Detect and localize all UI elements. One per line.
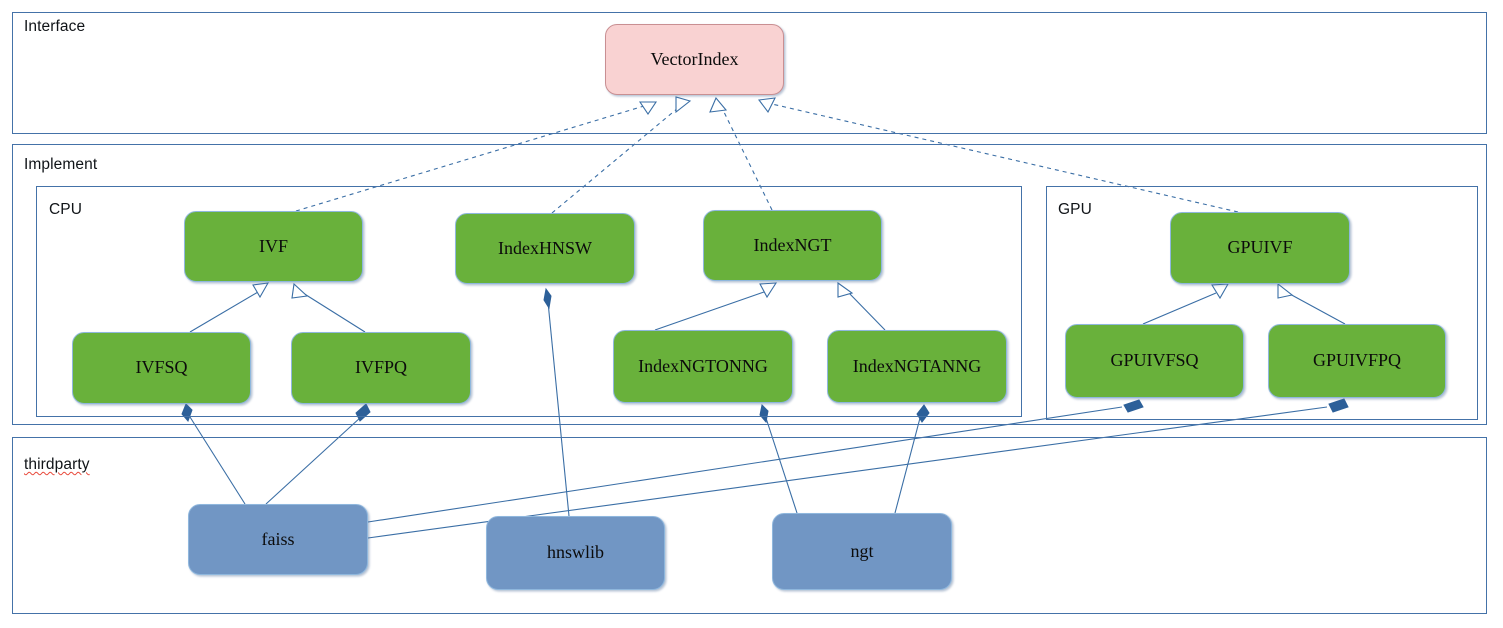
node-indexngtonng[interactable]: IndexNGTONNG <box>613 330 793 403</box>
frame-implement <box>12 144 1487 425</box>
node-gpuivfsq[interactable]: GPUIVFSQ <box>1065 324 1244 398</box>
frame-cpu <box>36 186 1022 417</box>
node-gpuivfpq[interactable]: GPUIVFPQ <box>1268 324 1446 398</box>
node-indexngt[interactable]: IndexNGT <box>703 210 882 281</box>
frame-gpu-label: GPU <box>1058 201 1092 218</box>
frame-thirdparty-label: thirdparty <box>24 456 90 473</box>
frame-gpu <box>1046 186 1478 420</box>
node-gpuivf[interactable]: GPUIVF <box>1170 212 1350 284</box>
frame-cpu-label: CPU <box>49 201 83 218</box>
node-indexngtanng[interactable]: IndexNGTANNG <box>827 330 1007 403</box>
node-ivfpq[interactable]: IVFPQ <box>291 332 471 404</box>
node-hnswlib[interactable]: hnswlib <box>486 516 665 590</box>
node-vectorindex[interactable]: VectorIndex <box>605 24 784 95</box>
node-ivfsq[interactable]: IVFSQ <box>72 332 251 404</box>
node-ngt[interactable]: ngt <box>772 513 952 590</box>
frame-interface-label: Interface <box>24 18 86 35</box>
frame-implement-label: Implement <box>24 156 98 173</box>
node-indexhnsw[interactable]: IndexHNSW <box>455 213 635 284</box>
node-faiss[interactable]: faiss <box>188 504 368 575</box>
frame-interface <box>12 12 1487 134</box>
frame-thirdparty <box>12 437 1487 614</box>
node-ivf[interactable]: IVF <box>184 211 363 282</box>
